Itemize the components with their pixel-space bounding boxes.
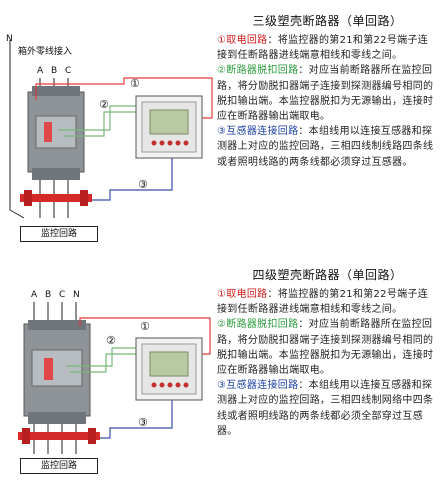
transformer-end-right: [88, 428, 96, 444]
monitor-button: [151, 140, 157, 146]
breaker-top-terminals: [32, 86, 80, 96]
monitor-lcd: [149, 109, 189, 135]
breaker-handle: [44, 122, 52, 142]
section-title: 三级塑壳断路器（单回路）: [252, 14, 403, 28]
item-number: ①: [217, 35, 227, 46]
marker-1: ①: [130, 77, 140, 90]
current-transformer: [20, 194, 92, 202]
monitor-button: [167, 382, 173, 388]
item-name: 互感器连接回路: [226, 126, 299, 138]
monitor-circuit-box: 监控回路: [20, 226, 98, 242]
three-pole-text: 三级塑壳断路器（单回路） ①取电回路：将监控器的第21和第22号端子连接到任断路…: [217, 12, 438, 170]
phase-label-b: B: [45, 290, 52, 300]
four-pole-wiring-diagram: A B C N ① ② ③ 监控回路: [0, 262, 218, 487]
three-pole-section: N 箱外零线接入 A B C ① ② ③ 监控回路 三级塑壳断路器（单回路） ①…: [0, 0, 441, 245]
breaker-top-terminals: [28, 320, 86, 330]
trip-wire: [58, 105, 136, 131]
monitor-button: [167, 140, 173, 146]
item-name: 取电回路: [226, 35, 268, 46]
breaker-face: [31, 349, 83, 387]
three-pole-wiring-diagram: N 箱外零线接入 A B C ① ② ③ 监控回路: [0, 0, 218, 245]
transformer-end-right: [80, 190, 88, 206]
phase-label-a: A: [31, 290, 38, 300]
monitor-button: [175, 382, 181, 388]
item-number: ③: [217, 380, 227, 392]
breaker-face: [35, 115, 77, 149]
marker-2: ②: [99, 98, 109, 111]
item-name: 取电回路: [226, 289, 268, 300]
four-pole-section: A B C N ① ② ③ 监控回路 四级塑壳断路器（单回路） ①取电回路：将监…: [0, 262, 441, 487]
phase-label-c: C: [59, 290, 66, 300]
monitor-button: [151, 382, 157, 388]
marker-1: ①: [140, 320, 150, 333]
transformer-end-left: [24, 190, 32, 206]
item-trip-circuit: ②断路器脱扣回路：对应当前断路器所在监控回路，将分励脱扣器端子连接到探测器编号相…: [217, 63, 438, 124]
breaker-bottom-terminals: [32, 168, 80, 180]
trip-wire-2: [70, 353, 136, 373]
item-number: ②: [217, 65, 227, 77]
monitor-circuit-box: 监控回路: [20, 458, 98, 474]
item-power-supply: ①取电回路：将监控器的第21和第22号端子连接到任断路器进线端意相线和零线之间。: [217, 33, 438, 63]
n-label: N: [6, 34, 13, 44]
item-text: ：对应当前断路器所在监控回路，将分励脱扣器端子连接到探测器编号相同的脱扣输出端。…: [217, 319, 434, 377]
power-supply-wire: [35, 77, 213, 119]
marker-3: ③: [138, 178, 148, 191]
item-trip-circuit: ②断路器脱扣回路：对应当前断路器所在监控回路，将分励脱扣器端子连接到探测器编号相…: [217, 317, 438, 378]
item-text: ：对应当前断路器所在监控回路，将分励脱扣器端子连接到探测器编号相同的脱扣输出端。…: [217, 65, 434, 123]
phase-label-b: B: [51, 66, 58, 76]
item-text: ：本组线用以连接互感器和探测器上对应的监控回路，三相四线制网络中四条线或者照明线…: [217, 380, 434, 437]
monitor-lcd: [149, 351, 189, 377]
trip-wire-2: [64, 111, 136, 137]
item-number: ③: [217, 126, 227, 138]
section-title: 四级塑壳断路器（单回路）: [252, 268, 403, 282]
marker-2: ②: [106, 334, 116, 347]
breaker-bottom-terminals: [28, 412, 86, 424]
transformer-end-left: [22, 428, 30, 444]
item-transformer-circuit: ③互感器连接回路：本组线用以连接互感器和探测器上对应的监控回路，三相四线制网络中…: [217, 378, 438, 439]
item-power-supply: ①取电回路：将监控器的第21和第22号端子连接到任断路器进线端意相线和零线之间。: [217, 287, 438, 317]
out-n-wire: [9, 209, 25, 219]
four-pole-diagram-svg: [18, 302, 211, 454]
monitor-button: [183, 382, 189, 388]
phase-label-n: N: [73, 290, 80, 300]
item-name: 断路器脱扣回路: [226, 319, 299, 331]
three-pole-diagram-svg: [9, 40, 213, 219]
monitor-button: [159, 382, 165, 388]
current-transformer: [18, 432, 100, 440]
item-number: ②: [217, 319, 227, 331]
item-text: ：本组线用以连接互感器和探测器上对应的监控回路，三相四线制线路四条线或者照明线路…: [217, 126, 434, 168]
item-name: 断路器脱扣回路: [226, 65, 299, 77]
item-text: ：将监控器的第21和第22号端子连接到任断路器进线端意相线和零线之间。: [217, 289, 429, 316]
breaker-handle: [44, 358, 53, 380]
trip-wire: [66, 347, 136, 367]
item-name: 互感器连接回路: [226, 380, 299, 392]
item-transformer-circuit: ③互感器连接回路：本组线用以连接互感器和探测器上对应的监控回路，三相四线制线路四…: [217, 124, 438, 170]
monitor-button: [175, 140, 181, 146]
item-number: ①: [217, 289, 227, 300]
power-supply-wire: [79, 317, 211, 355]
monitor-button: [159, 140, 165, 146]
monitor-button: [183, 140, 189, 146]
neutral-input-label: 箱外零线接入: [18, 47, 73, 57]
four-pole-text: 四级塑壳断路器（单回路） ①取电回路：将监控器的第21和第22号端子连接到任断路…: [217, 266, 438, 439]
item-text: ：将监控器的第21和第22号端子连接到任断路器进线端意相线和零线之间。: [217, 35, 429, 62]
marker-3: ③: [138, 416, 148, 429]
phase-label-a: A: [37, 66, 44, 76]
phase-label-c: C: [65, 66, 72, 76]
